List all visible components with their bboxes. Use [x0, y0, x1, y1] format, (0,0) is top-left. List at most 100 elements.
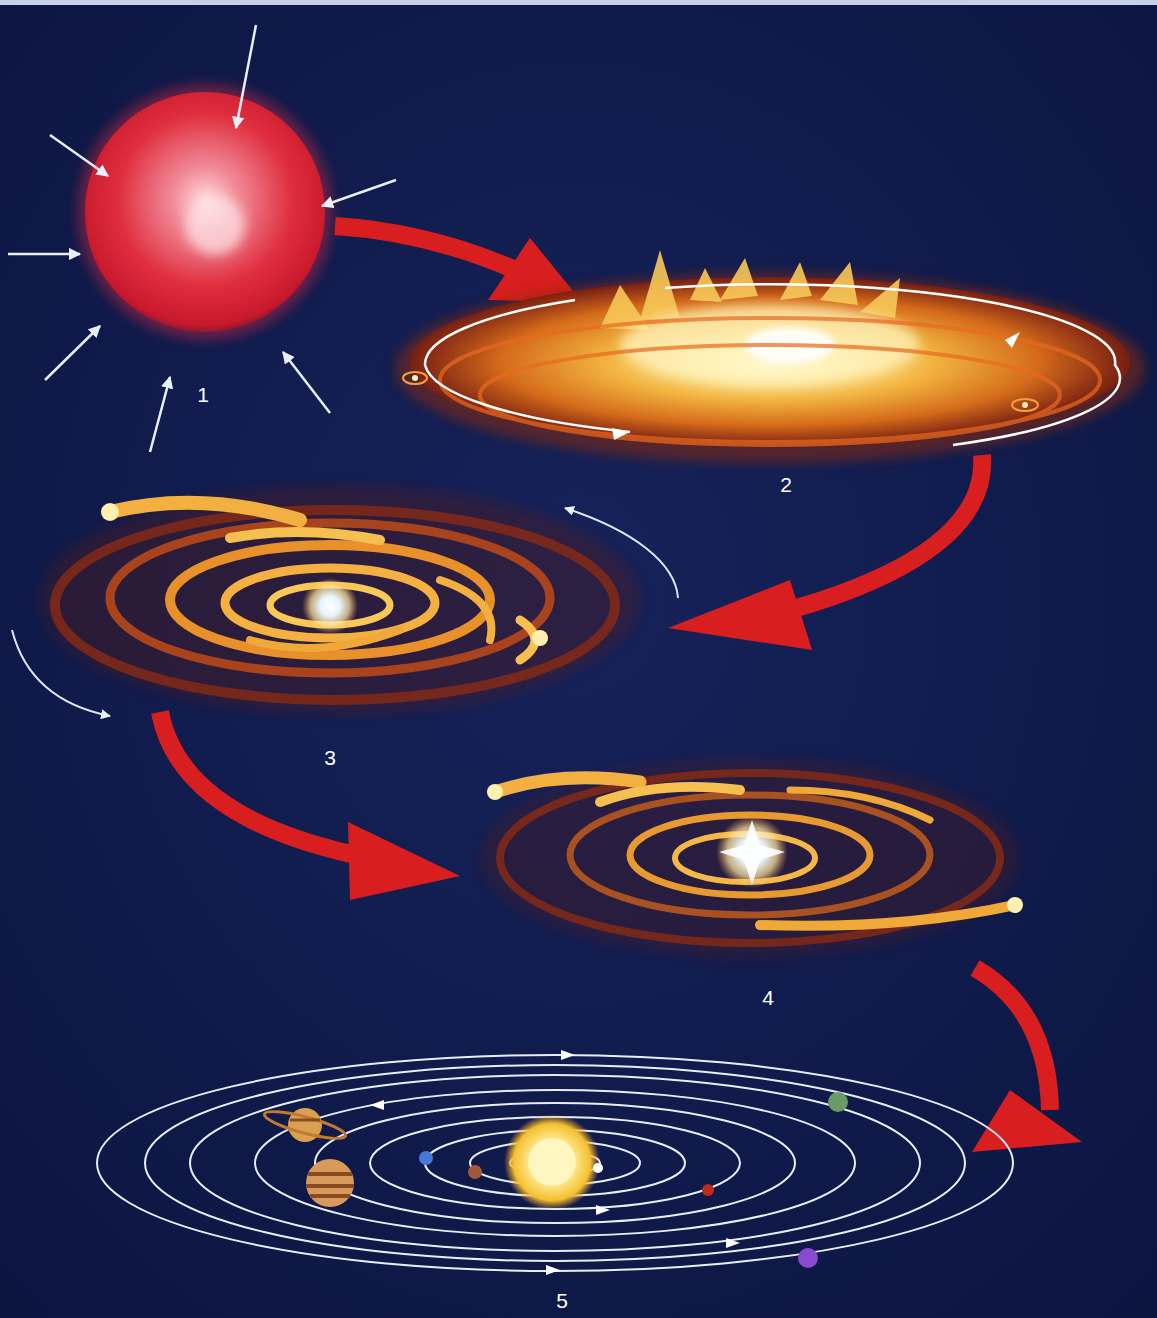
planetesimal-disk-part	[487, 784, 503, 800]
solar-system-part-part	[310, 1194, 350, 1198]
callout-number: 5	[556, 1290, 568, 1311]
flattening-disk-part-part	[820, 262, 858, 305]
collapsing-cloud-part	[185, 195, 245, 255]
flattening-disk	[395, 250, 1145, 463]
ring-formation-part-part	[230, 532, 380, 540]
solar-system-part-part	[145, 1065, 965, 1261]
solar-system-part	[468, 1165, 482, 1179]
sequence-arrow-part	[668, 580, 812, 650]
solar-system-part-part	[546, 1265, 560, 1275]
sequence-arrow-part	[348, 822, 460, 900]
sequence-arrow-part	[972, 1090, 1082, 1152]
solar-system-part-part	[308, 1172, 352, 1176]
sequence-arrow-part	[335, 226, 520, 272]
solar-system-part-part	[596, 1205, 610, 1215]
planetesimal-disk-part-part	[760, 905, 1015, 926]
solar-system	[97, 1050, 1013, 1275]
planetesimal-disk-part	[719, 820, 785, 885]
collapsing-cloud-part-part	[322, 180, 396, 206]
collapsing-cloud-part	[8, 25, 396, 452]
solar-system-part-part	[190, 1075, 920, 1251]
flattening-disk-part-part	[640, 250, 680, 320]
callout-number: 4	[762, 987, 774, 1008]
solar-system-part	[290, 1119, 320, 1122]
solar-system-part-part	[97, 1055, 1013, 1271]
collapsing-cloud-part-part	[150, 377, 170, 452]
sequence-arrow-part	[160, 712, 370, 858]
solar-system-part	[370, 1050, 740, 1275]
flattening-disk-part	[1005, 332, 1020, 348]
solar-system-part	[306, 1159, 354, 1207]
flattening-disk-part	[440, 318, 1100, 445]
planetesimal-disk-part	[716, 816, 788, 888]
collapsing-cloud-part-part	[50, 135, 108, 176]
flattening-disk-part	[395, 273, 1145, 463]
callout-number: 3	[324, 747, 336, 768]
collapsing-cloud-part-part	[283, 352, 330, 413]
planetesimal-disk-part-part	[600, 787, 740, 802]
solar-system-part-part	[370, 1100, 384, 1110]
solar-system-part	[528, 1138, 576, 1186]
flattening-disk-part-part	[860, 278, 900, 318]
ring-formation	[12, 485, 678, 716]
ring-formation-part	[565, 508, 678, 598]
solar-system-part	[262, 1106, 347, 1143]
ring-formation-part	[532, 630, 548, 646]
ring-formation-part-part	[110, 503, 300, 520]
solar-system-part	[798, 1248, 818, 1268]
collapsing-cloud-part-part	[8, 253, 80, 256]
collapsing-cloud	[8, 25, 396, 452]
solar-system-part	[419, 1151, 433, 1165]
ring-formation-part	[302, 578, 358, 634]
solar-system-part	[504, 1114, 600, 1210]
planetesimal-disk-part-part	[570, 795, 930, 915]
flattening-disk-part-part	[480, 345, 1060, 445]
solar-system-part	[97, 1055, 1013, 1271]
planetesimal-disk-part-part	[790, 790, 930, 820]
ring-formation-part-part	[110, 523, 550, 673]
collapsing-cloud-part-part	[45, 326, 100, 380]
callout-number: 2	[780, 474, 792, 495]
ring-formation-part	[101, 503, 119, 521]
flattening-disk-part	[1022, 402, 1028, 408]
flattening-disk-part	[410, 277, 1130, 447]
flattening-disk-part-part	[1012, 399, 1038, 411]
flattening-disk-part	[425, 300, 630, 432]
flattening-disk-part-part	[403, 372, 427, 384]
flattening-disk-part	[612, 428, 630, 440]
flattening-disk-part	[665, 284, 1120, 445]
ring-formation-part	[40, 485, 640, 715]
planetesimal-disk	[480, 758, 1023, 958]
solar-system-part-part	[561, 1050, 575, 1060]
planetesimal-disk-part-part	[630, 815, 870, 895]
flattening-disk-part	[403, 372, 1038, 411]
solar-system-part	[702, 1184, 714, 1196]
collapsing-cloud-part	[85, 92, 325, 332]
collapsing-cloud-part-part	[236, 25, 256, 128]
ring-formation-part-part	[170, 545, 490, 655]
ring-formation-part-part	[440, 580, 491, 640]
ring-formation-part-part	[225, 568, 435, 638]
flattening-disk-part-part	[720, 258, 758, 300]
flattening-disk-part-part	[780, 262, 812, 300]
solar-system-part	[306, 1174, 354, 1196]
solar-system-part	[593, 1163, 603, 1173]
solar-system-part-part	[306, 1184, 354, 1188]
sequence-arrow-part	[975, 968, 1050, 1110]
flattening-disk-part	[412, 375, 418, 381]
ring-formation-part	[12, 630, 110, 716]
planetesimal-disk-part	[1007, 897, 1023, 913]
planetesimal-disk-part	[495, 773, 1015, 943]
solar-system-part-part	[255, 1090, 855, 1236]
ring-formation-part-part	[55, 510, 615, 700]
solar-system-part-part	[726, 1238, 740, 1248]
planetesimal-disk-part	[480, 758, 1020, 958]
planetesimal-disk-part-part	[495, 778, 640, 792]
ring-formation-part	[55, 503, 615, 700]
top-edge	[0, 0, 1157, 5]
collapsing-cloud-part	[77, 84, 333, 340]
solar-system-part	[828, 1092, 848, 1112]
